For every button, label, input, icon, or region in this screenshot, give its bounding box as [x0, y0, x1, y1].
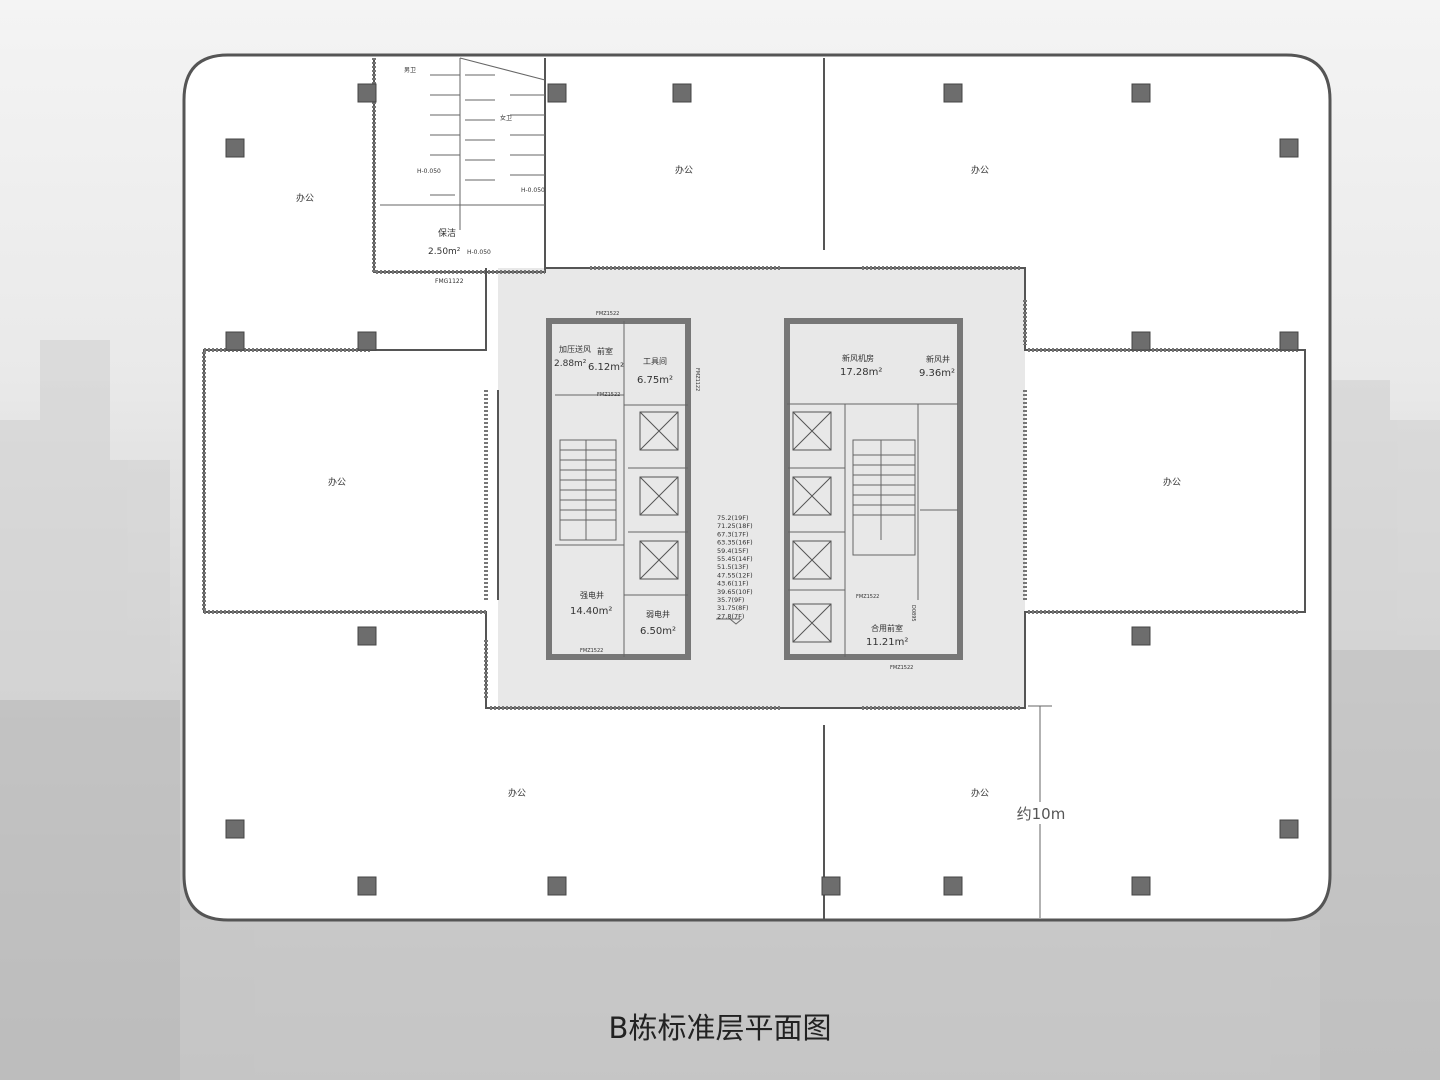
stair-right — [852, 439, 916, 556]
drawing-title: B栋标准层平面图 — [608, 1011, 832, 1045]
room-area: 6.50m² — [640, 626, 676, 637]
room-label: 新风井 — [926, 354, 950, 364]
door-tag: FMZ1122 — [694, 368, 700, 391]
column — [357, 331, 377, 351]
elevation-entry: 63.35(16F) — [717, 539, 753, 547]
toilet-stalls — [380, 58, 545, 230]
room-area: 11.21m² — [866, 637, 908, 648]
room-area: 2.88m² — [554, 359, 587, 369]
column — [821, 876, 841, 896]
door-tag: FMZ1522 — [597, 392, 620, 398]
room-label: 新风机房 — [842, 353, 874, 363]
elevation-entry: 39.65(10F) — [717, 588, 753, 596]
room-label: 工具间 — [643, 357, 667, 366]
elevator-shaft — [639, 476, 679, 516]
column — [1279, 138, 1299, 158]
elevation-entry: 43.6(11F) — [717, 580, 749, 588]
elevation-entry: 75.2(19F) — [717, 514, 749, 522]
room-label-janitor: 保洁 — [438, 227, 456, 239]
door-tag: FMZ1522 — [580, 648, 603, 654]
column — [547, 83, 567, 103]
room-label-office: 办公 — [296, 192, 314, 204]
column — [1131, 83, 1151, 103]
elevation-entry: 35.7(9F) — [717, 596, 744, 604]
room-label: 弱电井 — [646, 609, 670, 619]
toilet-label: 男卫 — [404, 67, 416, 74]
room-label: 前室 — [597, 346, 613, 356]
column — [1131, 331, 1151, 351]
elevation-entry: 55.45(14F) — [717, 555, 753, 563]
room-label-office: 办公 — [675, 164, 693, 176]
door-tag: FMG1122 — [435, 278, 464, 285]
column — [1279, 819, 1299, 839]
room-label-office: 办公 — [1163, 476, 1181, 488]
room-label-office: 办公 — [508, 787, 526, 799]
room-label-office: 办公 — [971, 787, 989, 799]
room-label-office: 办公 — [328, 476, 346, 488]
elevator-shaft — [792, 540, 832, 580]
scale-bar: 约10m — [1012, 705, 1070, 918]
core-area — [498, 268, 1025, 708]
column — [225, 331, 245, 351]
elevator-shaft — [639, 540, 679, 580]
column — [225, 138, 245, 158]
level-mark: H-0.050 — [521, 187, 545, 194]
elevator-shaft — [792, 476, 832, 516]
scale-label: 约10m — [1017, 805, 1066, 823]
structural-columns — [225, 83, 1299, 896]
level-mark: H-0.050 — [467, 249, 491, 256]
room-label: 加压送风 — [559, 344, 591, 354]
column — [357, 626, 377, 646]
column — [1279, 331, 1299, 351]
column — [1131, 876, 1151, 896]
column — [547, 876, 567, 896]
door-tag: FMZ1522 — [856, 594, 879, 600]
door-tag: FMZ1522 — [890, 665, 913, 671]
room-area: 6.12m² — [588, 362, 624, 373]
column — [357, 83, 377, 103]
elevator-shaft — [639, 411, 679, 451]
room-area: 14.40m² — [570, 606, 612, 617]
elevation-entry: 67.3(17F) — [717, 530, 749, 538]
column — [943, 83, 963, 103]
room-area: 6.75m² — [637, 375, 673, 386]
room-label-office: 办公 — [971, 164, 989, 176]
room-label: 合用前室 — [871, 623, 903, 633]
room-area: 9.36m² — [919, 368, 955, 379]
elevation-entry: 27.8(7F) — [717, 612, 744, 620]
core-left-walls — [546, 318, 691, 660]
column — [1131, 626, 1151, 646]
door-tag: FMZ1522 — [596, 311, 619, 317]
elevation-entry: 31.75(8F) — [717, 604, 749, 612]
elevation-marker — [716, 618, 743, 625]
column — [225, 819, 245, 839]
room-label: 强电井 — [580, 590, 604, 600]
room-area-janitor: 2.50m² — [428, 247, 461, 257]
core-right-walls — [784, 318, 963, 660]
level-mark: H-0.050 — [417, 168, 441, 175]
elevator-shaft — [792, 411, 832, 451]
elevation-entry: 59.4(15F) — [717, 547, 749, 555]
column — [672, 83, 692, 103]
floor-elevation-list: 75.2(19F)71.25(18F)67.3(17F)63.35(16F)59… — [717, 514, 753, 620]
stair-left — [559, 439, 617, 541]
toilet-label: 女卫 — [500, 114, 512, 122]
elevation-entry: 47.55(12F) — [717, 571, 753, 579]
room-area: 17.28m² — [840, 367, 882, 378]
elevation-entry: 71.25(18F) — [717, 522, 753, 530]
elevation-entry: 51.5(13F) — [717, 563, 749, 571]
door-tag: D0895 — [910, 605, 916, 622]
column — [943, 876, 963, 896]
elevator-shaft — [792, 603, 832, 643]
column — [357, 876, 377, 896]
